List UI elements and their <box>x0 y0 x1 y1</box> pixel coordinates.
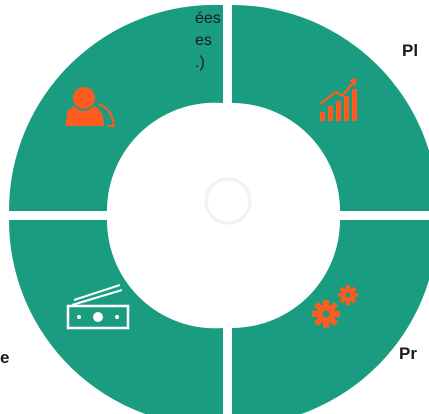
cash-icon <box>66 284 130 330</box>
label-bottom-right: Pr <box>399 344 417 363</box>
label-top-left-line-2: es <box>195 32 212 49</box>
growth-chart-icon <box>319 78 357 121</box>
label-top-right: Pl <box>402 41 419 60</box>
label-top-left-line-1: ées <box>195 10 221 27</box>
segment-top-left <box>8 4 224 211</box>
label-bottom-left: e <box>0 348 10 367</box>
label-top-left-line-3: .) <box>195 54 205 71</box>
center-watermark <box>204 177 252 225</box>
gears-icon <box>312 285 358 328</box>
person-icon <box>66 87 116 127</box>
